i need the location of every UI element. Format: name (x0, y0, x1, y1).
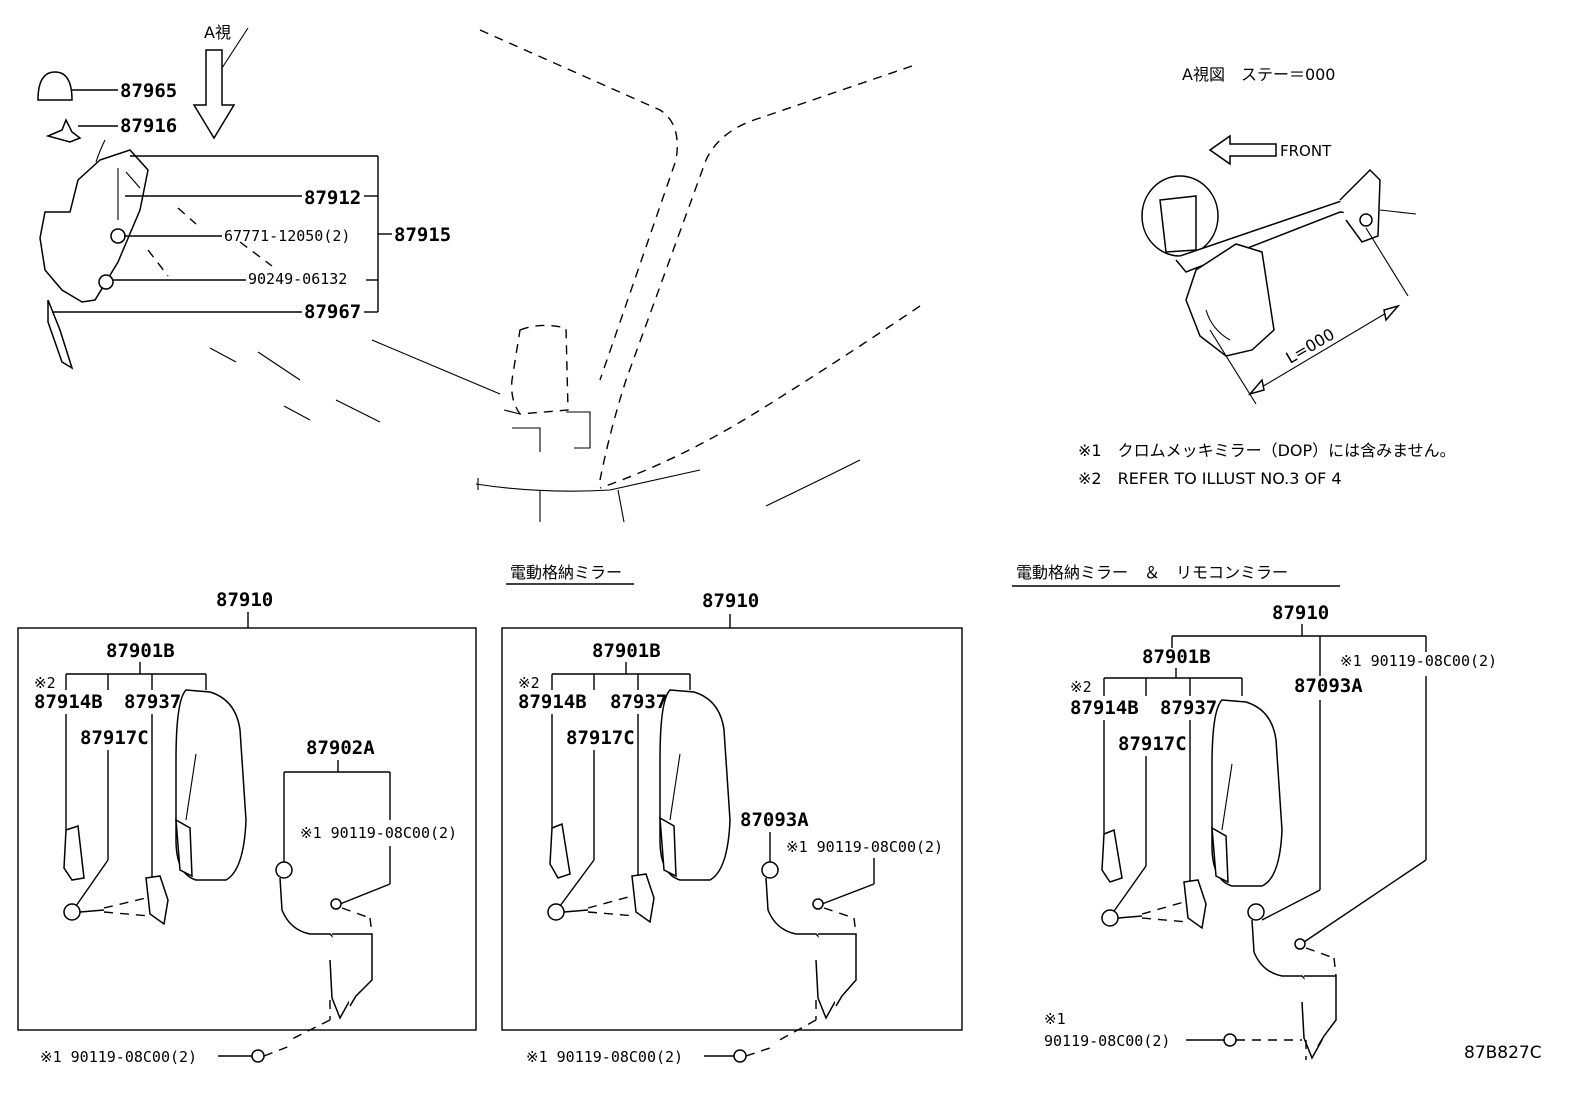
front-label: FRONT (1280, 142, 1332, 160)
box1-label-87937: 87937 (124, 691, 181, 713)
cap-icon (37, 71, 73, 101)
note-1: ※1 クロムメッキミラー（DOP）には含みません。 (1078, 441, 1456, 460)
box3-heading: 電動格納ミラー ＆ リモコンミラー (1016, 563, 1288, 582)
view-a-group: A視図 ステー＝000 FRONT L=000 (1141, 65, 1417, 405)
box1-ball-icon (275, 861, 293, 879)
screw-90249-icon (98, 274, 114, 290)
box2-stay-label: 87093A (740, 809, 809, 831)
mirror-assembly-box-2: 電動格納ミラー 87910 87901B ※2 87914B 87937 879… (501, 563, 963, 1043)
mirror-assembly-box-1: 87910 87901B ※2 87914B 87937 87917C 8790… (17, 589, 477, 1041)
label-87967: 87967 (304, 301, 361, 323)
mirror-housing-view-a-icon (1185, 243, 1275, 357)
box2-cover-icon (549, 822, 571, 879)
box3-screw-icon (1101, 909, 1119, 927)
box1-lower-screw-icon (251, 1049, 265, 1063)
box2-label-87917C: 87917C (566, 727, 635, 749)
box1-cover-icon (63, 824, 85, 881)
box1-bracket-icon (145, 875, 169, 926)
box3-screw-lower-mark: ※1 (1044, 1010, 1066, 1028)
box2-mirror-label: 87901B (592, 640, 661, 662)
box3-stay-label: 87093A (1294, 675, 1363, 697)
garnish-icon (47, 299, 74, 370)
box1-stay-label: 87902A (306, 737, 375, 759)
length-label: L=000 (1283, 325, 1338, 368)
box3-ball-icon (1247, 903, 1265, 921)
box1-screw-icon (63, 903, 81, 921)
box3-cover-icon (1101, 828, 1123, 883)
box1-assembly-label: 87910 (216, 589, 273, 611)
box1-screw-lower-label: ※1 90119-08C00(2) (40, 1048, 197, 1066)
mirror-housing-icon (39, 149, 149, 303)
box2-ref-mark: ※2 (518, 674, 540, 692)
box3-assembly-label: 87910 (1272, 602, 1329, 624)
box2-assembly-label: 87910 (702, 590, 759, 612)
view-a-arrow-label: A視 (204, 23, 231, 42)
label-87965: 87965 (120, 80, 177, 102)
box1-mirror-label: 87901B (106, 640, 175, 662)
clip-icon (45, 118, 82, 143)
box1-screw-upper-label: ※1 90119-08C00(2) (300, 824, 457, 842)
view-a-arrow-icon (192, 49, 236, 140)
box3-label-87917C: 87917C (1118, 733, 1187, 755)
note-2: ※2 REFER TO ILLUST NO.3 OF 4 (1078, 469, 1342, 488)
label-87916: 87916 (120, 115, 177, 137)
box1-label-87917C: 87917C (80, 727, 149, 749)
box2-screw-icon (547, 903, 565, 921)
front-arrow-icon (1208, 134, 1277, 166)
box2-bracket-icon (631, 873, 655, 924)
label-87915: 87915 (394, 224, 451, 246)
box2-screw-upper-label: ※1 90119-08C00(2) (786, 838, 943, 856)
box3-label-87937: 87937 (1160, 697, 1217, 719)
label-67771: 67771-12050(2) (224, 227, 350, 245)
mirror-assembly-group-3: 電動格納ミラー ＆ リモコンミラー 87910 87901B ※1 90119-… (1012, 563, 1497, 1060)
box2-screw-lower-label: ※1 90119-08C00(2) (526, 1048, 683, 1066)
clip-67771-icon (110, 228, 126, 244)
box1-ref-mark: ※2 (34, 674, 56, 692)
box3-label-87914B: 87914B (1070, 697, 1139, 719)
box2-label-87937: 87937 (610, 691, 667, 713)
outer-mirror-exploded-group: A視 87965 87916 87912 (37, 23, 451, 423)
box3-ref-mark: ※2 (1070, 678, 1092, 696)
box3-screw-upper-label: ※1 90119-08C00(2) (1340, 652, 1497, 670)
box3-mirror-head-icon (1211, 699, 1283, 887)
vehicle-outline (371, 29, 921, 523)
box3-mirror-label: 87901B (1142, 646, 1211, 668)
box2-lower-screw-icon (733, 1049, 747, 1063)
label-87912: 87912 (304, 187, 361, 209)
box2-heading: 電動格納ミラー (510, 563, 622, 582)
box3-bracket-icon (1183, 879, 1207, 930)
illustration-code: 87B827C (1464, 1043, 1542, 1063)
box2-ball-icon (761, 861, 779, 879)
box2-mirror-head-icon (659, 689, 731, 881)
box3-screw-lower-label: 90119-08C00(2) (1044, 1032, 1170, 1050)
door-mirror-outline (510, 324, 569, 415)
box3-lower-screw-icon (1223, 1033, 1237, 1047)
box1-mirror-head-icon (175, 689, 247, 881)
view-a-title: A視図 ステー＝000 (1182, 65, 1336, 84)
label-90249: 90249-06132 (248, 270, 347, 288)
box2-label-87914B: 87914B (518, 691, 587, 713)
box1-label-87914B: 87914B (34, 691, 103, 713)
